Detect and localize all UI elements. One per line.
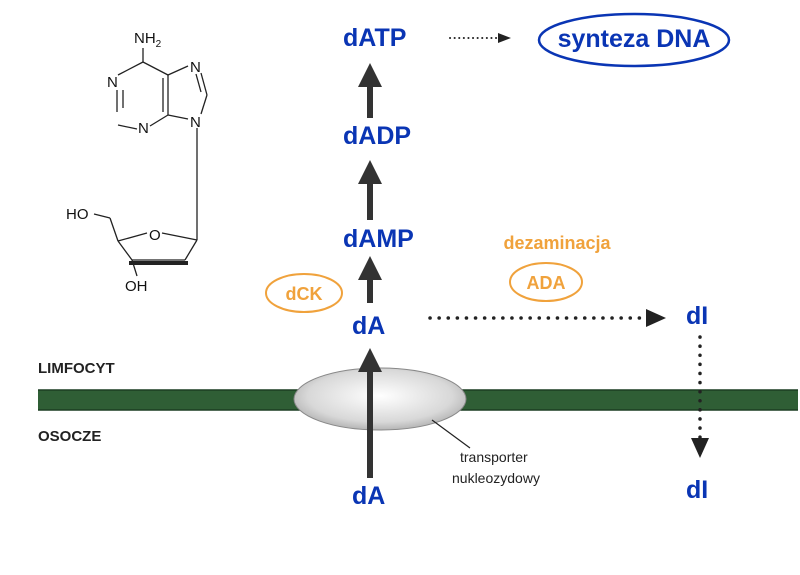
dck-enzyme-label: dCK bbox=[286, 284, 323, 304]
ada-enzyme-ellipse bbox=[509, 262, 583, 302]
transporter-label-line2: nukleozydowy bbox=[452, 470, 540, 486]
ring-nitrogen-n3: N bbox=[138, 120, 149, 137]
transporter-pointer-line bbox=[431, 419, 471, 449]
synthesis-arrowhead bbox=[498, 33, 511, 43]
plasma-label: OSOCZE bbox=[38, 428, 101, 445]
ring-nitrogen-n1: N bbox=[107, 74, 118, 91]
metabolite-damp: dAMP bbox=[343, 225, 414, 253]
ring-nitrogen-n9: N bbox=[190, 114, 201, 131]
metabolite-di-plasma: dI bbox=[686, 476, 708, 504]
dna-synthesis-ellipse bbox=[537, 12, 731, 68]
ada-enzyme-label: ADA bbox=[527, 273, 566, 293]
nucleoside-transporter bbox=[293, 367, 467, 431]
metabolite-di-intracellular: dI bbox=[686, 302, 708, 330]
ring-nitrogen-n7: N bbox=[190, 59, 201, 76]
export-arrowhead bbox=[691, 438, 709, 458]
nh2-label: NH2 bbox=[134, 30, 162, 50]
dna-synthesis-label: synteza DNA bbox=[558, 25, 711, 53]
metabolite-dadp: dADP bbox=[343, 122, 411, 150]
lymphocyte-label: LIMFOCYT bbox=[38, 360, 115, 377]
deamination-arrowhead bbox=[646, 309, 666, 327]
hydroxyl-label: OH bbox=[125, 278, 148, 295]
dck-enzyme-ellipse bbox=[265, 273, 343, 313]
hydroxymethyl-label: HO bbox=[66, 206, 89, 223]
deamination-label: dezaminacja bbox=[503, 233, 611, 253]
deoxyadenosine-structure: NH2 N N N N HO O OH bbox=[66, 30, 208, 295]
transporter-label-line1: transporter bbox=[460, 449, 528, 465]
metabolite-da-plasma: dA bbox=[352, 482, 385, 510]
metabolite-da-intracellular: dA bbox=[352, 312, 385, 340]
metabolite-datp: dATP bbox=[343, 24, 406, 52]
ring-oxygen-label: O bbox=[149, 227, 161, 244]
